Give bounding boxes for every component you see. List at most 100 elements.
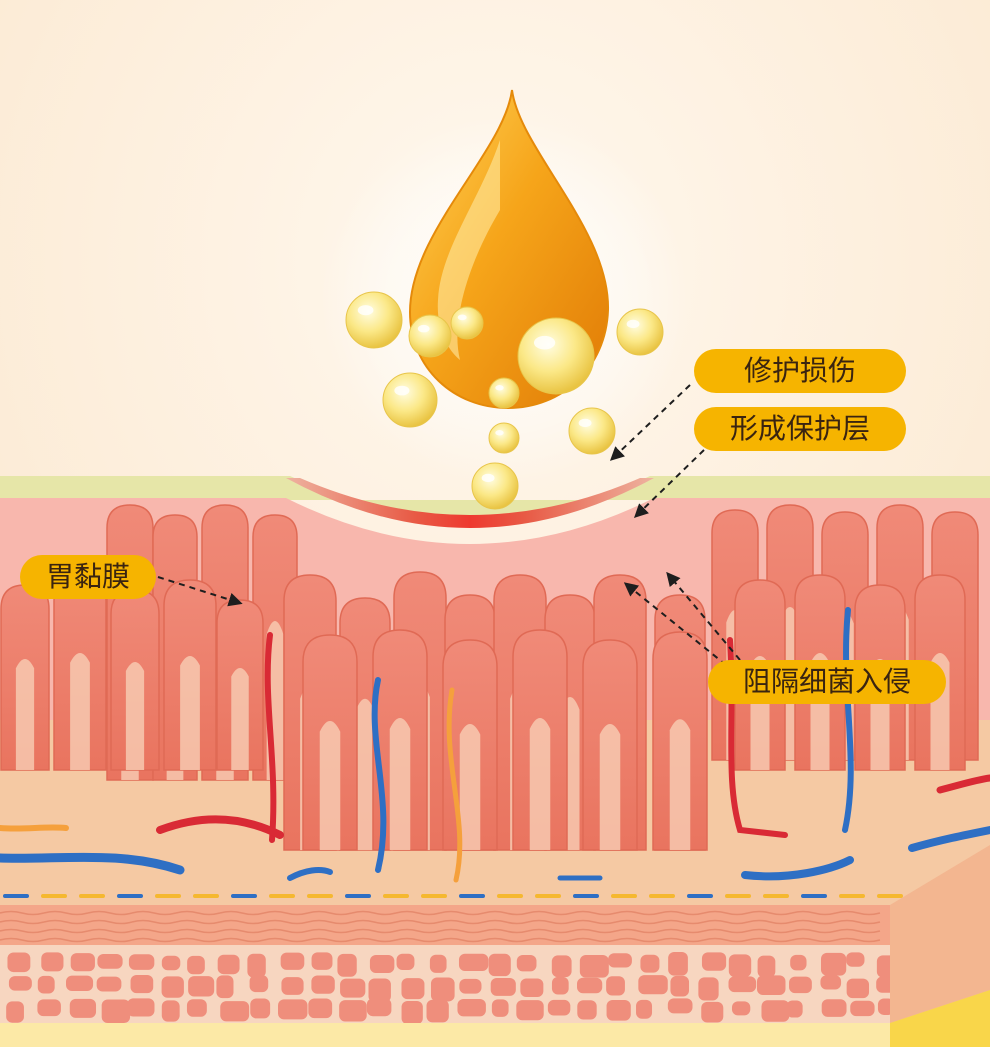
cell [638, 975, 668, 995]
muscle-fiber [351, 937, 397, 943]
cell [161, 976, 184, 998]
muscle-fiber [527, 919, 573, 925]
muscle-fiber [263, 919, 309, 925]
cells [6, 952, 901, 1025]
cell [308, 998, 333, 1019]
cell [220, 1001, 250, 1022]
arrow-block-2 [666, 571, 741, 661]
cell [161, 955, 181, 971]
cell [280, 952, 305, 970]
artery [264, 632, 277, 843]
muscle-fiber [483, 910, 529, 916]
cell [96, 976, 122, 992]
cell [311, 952, 333, 970]
cell [41, 952, 64, 972]
cell [70, 953, 95, 972]
muscle-fiber [87, 928, 133, 934]
bubble-shine [495, 430, 504, 436]
crypt [529, 718, 551, 850]
cell [821, 999, 847, 1017]
crypt [15, 659, 35, 770]
bubble-shine [394, 385, 410, 396]
muscle-fiber [791, 937, 837, 943]
cell [668, 952, 688, 976]
cell [789, 976, 812, 994]
muscle-fiber [439, 919, 485, 925]
cell [37, 975, 55, 994]
bubble-icon [517, 317, 595, 395]
vein [371, 677, 387, 873]
muscle-fiber [307, 928, 353, 934]
cell [429, 954, 447, 973]
cell [216, 975, 234, 999]
crypt [459, 724, 481, 850]
muscle-fiber [483, 937, 529, 943]
muscle-fiber [395, 937, 441, 943]
arrow-repair [609, 384, 691, 461]
bubble-icon [616, 308, 664, 356]
muscle-fiber [87, 910, 133, 916]
crypt [355, 698, 375, 850]
cell [757, 955, 776, 978]
bubble-icon [568, 407, 616, 455]
vein [287, 867, 333, 881]
muscle-fiber [791, 928, 837, 934]
muscle-fiber [0, 910, 45, 916]
label-pill-repair [694, 349, 906, 393]
cell [761, 1000, 790, 1022]
cell [701, 1001, 724, 1023]
label-block-bacteria: 阻隔细菌入侵 [742, 665, 911, 698]
cell [69, 998, 97, 1018]
muscle-fiber [43, 919, 89, 925]
cell [250, 998, 271, 1019]
muscle-fiber [835, 910, 881, 916]
muscle-fiber [43, 928, 89, 934]
label-pill-block [708, 660, 946, 704]
muscle-fiber [615, 919, 661, 925]
muscle-fiber [527, 928, 573, 934]
cell [66, 975, 94, 992]
vein [741, 856, 854, 881]
lymph-vessel [0, 824, 69, 832]
cell [187, 955, 205, 975]
block-bottom-strip [0, 1023, 890, 1047]
muscle-fiber [395, 919, 441, 925]
vein [842, 607, 854, 833]
cell [577, 1000, 597, 1020]
cell [430, 977, 455, 1002]
cell [369, 955, 395, 974]
muscle-fiber [263, 910, 309, 916]
cell [551, 955, 572, 978]
cell [488, 953, 511, 977]
muscle-fiber [835, 928, 881, 934]
mucosa-rim [0, 476, 990, 518]
muscle-fiber [703, 928, 749, 934]
cell [516, 954, 537, 972]
cell [128, 954, 155, 970]
muscle-fiber [835, 919, 881, 925]
cell [130, 975, 154, 994]
muscle-fiber [395, 928, 441, 934]
muscle-fiber [0, 919, 45, 925]
muscle-fiber [483, 928, 529, 934]
crypt [231, 668, 249, 770]
bubble-icon [488, 377, 520, 409]
cell [401, 978, 425, 1000]
label-pill-mucosa [20, 555, 156, 599]
muscle-fiber [659, 919, 705, 925]
cell [368, 978, 391, 1003]
bubble-shine [417, 324, 430, 333]
cell [667, 998, 693, 1014]
bubble-icon [471, 462, 519, 510]
muscle-fiber [219, 919, 265, 925]
muscle-fiber [747, 919, 793, 925]
muscle-fiber [131, 928, 177, 934]
muscle-fiber [175, 910, 221, 916]
muscle-fiber [87, 919, 133, 925]
muscle-fiber [43, 910, 89, 916]
cell [101, 999, 131, 1024]
muscle-fiber [307, 919, 353, 925]
label-repair-damage: 修护损伤 [743, 354, 856, 387]
muscle-fiber [527, 910, 573, 916]
muscle-fiber [0, 928, 45, 934]
